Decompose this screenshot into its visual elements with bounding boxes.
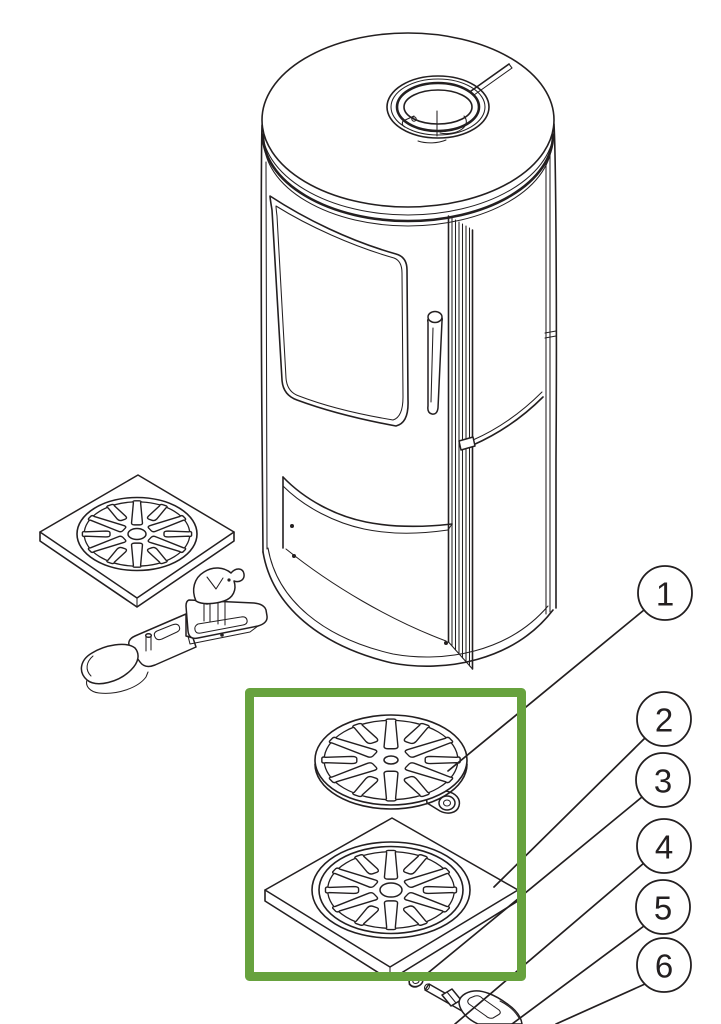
callout-3: 3: [635, 752, 691, 808]
callout-5: 5: [635, 879, 691, 935]
callout-1-number: 1: [656, 576, 674, 613]
callouts: 1 2 3 4 5 6: [635, 565, 693, 993]
callout-6: 6: [636, 937, 692, 993]
handle-knob: [427, 310, 443, 324]
leader-lines: [422, 609, 646, 1024]
callout-3-number: 3: [654, 763, 672, 800]
grate-base-plate: [264, 817, 519, 981]
door-handle: [427, 310, 443, 415]
callout-2: 2: [636, 691, 692, 747]
wood-compartment-opening: [282, 476, 453, 645]
leader-line-4: [454, 862, 645, 1024]
leader-line-5: [511, 925, 645, 1024]
callout-1: 1: [637, 565, 693, 621]
callout-2-number: 2: [655, 702, 673, 739]
callout-5-number: 5: [654, 890, 672, 927]
lever-paddle: [80, 643, 139, 685]
callout-4-number: 4: [655, 829, 673, 866]
hinge-trim-strip: [447, 215, 544, 670]
highlight-box: [245, 688, 526, 981]
callout-4: 4: [636, 818, 692, 874]
leader-line-1: [447, 609, 645, 772]
stove-top-plate: [261, 32, 555, 227]
leader-line-3: [422, 796, 643, 978]
flue-opening: [386, 75, 490, 144]
shaker-handle: [458, 990, 523, 1024]
stove-illustration: [260, 32, 558, 670]
round-shaker-grate: [314, 715, 468, 814]
callout-6-number: 6: [655, 948, 673, 985]
left-grate-plate-assembly: [39, 474, 268, 694]
stove-base: [262, 476, 554, 668]
lever-claw: [192, 567, 245, 605]
leader-line-6: [555, 983, 646, 1024]
stove-body: [260, 123, 558, 615]
hinge-bracket: [458, 436, 476, 451]
shaker-lever: [80, 567, 268, 694]
stove-door: [269, 195, 409, 427]
side-panel-seam: [472, 396, 544, 446]
